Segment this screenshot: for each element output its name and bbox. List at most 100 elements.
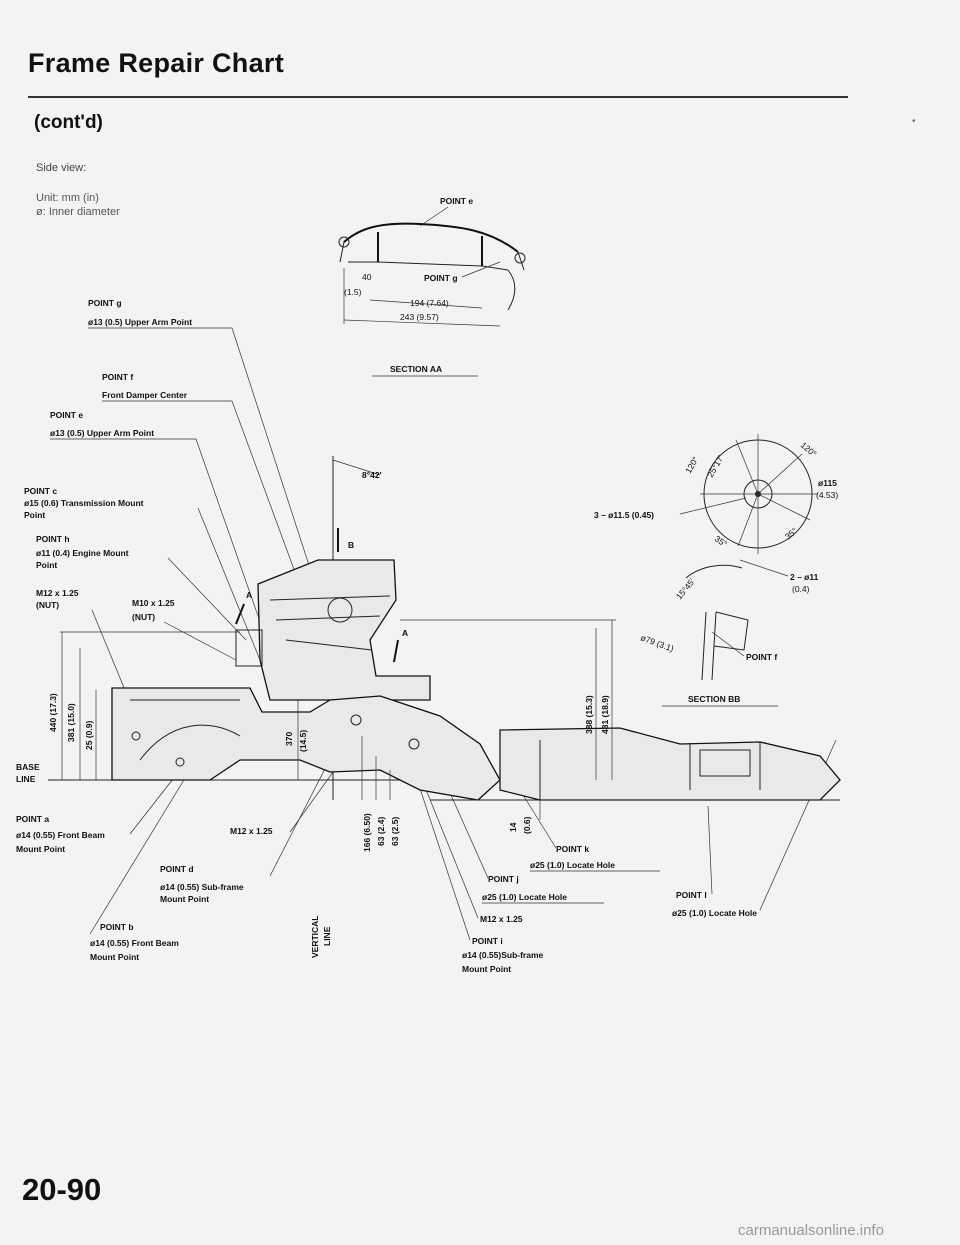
point-l-desc: ø25 (1.0) Locate Hole (672, 908, 757, 918)
point-f-title: POINT f (102, 372, 133, 382)
watermark: carmanualsonline.info (738, 1222, 884, 1239)
point-k-title: POINT k (556, 844, 589, 854)
bb-angle-25: 25°17' (705, 453, 726, 479)
bb-angle-15: 15°45' (674, 576, 697, 601)
bb-leader-holes-3 (679, 497, 747, 515)
aa-dim-line-243 (343, 319, 501, 327)
frame-hole-1 (131, 731, 141, 741)
front-side-frame (111, 687, 501, 801)
dim-388: 388 (15.3) (584, 695, 594, 734)
frame-hole-3 (350, 714, 362, 726)
point-f-desc: Front Damper Center (102, 390, 188, 400)
point-c-leader (197, 507, 261, 661)
units-note: Unit: mm (in) ø: Inner diameter (36, 191, 120, 219)
dim-63: 63 (2.4) (376, 817, 386, 846)
point-g-title: POINT g (88, 298, 122, 308)
bb-ray-3 (757, 493, 811, 521)
nut-2-size: M10 x 1.25 (132, 598, 175, 608)
frame-hole-2 (175, 757, 185, 767)
shock-tower (257, 559, 431, 701)
point-i-desc2: Mount Point (462, 964, 511, 974)
cut-a-line-1 (235, 603, 245, 625)
damper-mount (327, 597, 353, 623)
aa-point-g-label: POINT g (424, 273, 458, 283)
dim-440: 440 (17.3) (48, 693, 58, 732)
aa-dim-243: 243 (9.57) (400, 312, 439, 322)
cut-a-line-2 (393, 639, 399, 663)
point-h-title: POINT h (36, 534, 70, 544)
dim-63b: 63 (2.5) (390, 817, 400, 846)
bb-leader-holes-2 (739, 559, 789, 577)
point-h-leader (167, 557, 247, 641)
m12b-label: M12 x 1.25 (480, 914, 523, 924)
point-a-desc2: Mount Point (16, 844, 65, 854)
nut-1-size: M12 x 1.25 (36, 588, 79, 598)
nut-2-leader (163, 621, 237, 661)
dim-145: (14.5) (298, 730, 308, 752)
aa-leader-g (461, 261, 501, 278)
engine-mount-block (235, 629, 263, 667)
point-j-desc: ø25 (1.0) Locate Hole (482, 892, 567, 902)
main-frame: 8°42' B A A (48, 456, 841, 852)
frame-detail (130, 699, 241, 761)
cut-b-label: B (348, 540, 354, 550)
page-number: 20-90 (22, 1172, 102, 1207)
base-line-label-1: BASE (16, 762, 40, 772)
bb-ray-1 (735, 439, 759, 495)
cut-a-label-2: A (402, 628, 408, 638)
point-h-desc1: ø11 (0.4) Engine Mount (36, 548, 129, 558)
cut-a-label-1: A (246, 590, 252, 600)
bb-leader-f (711, 631, 745, 657)
aa-upper-arm (343, 222, 519, 253)
point-b-desc1: ø14 (0.55) Front Beam (90, 938, 179, 948)
point-d-title: POINT d (160, 864, 194, 874)
dim-06: (0.6) (522, 816, 532, 834)
aa-curve (507, 269, 516, 311)
angle-label: 8°42' (362, 470, 382, 480)
tower-ribs (269, 595, 391, 651)
page-title: Frame Repair Chart (28, 48, 284, 78)
point-b-desc2: Mount Point (90, 952, 139, 962)
aa-dim-line-194 (369, 299, 483, 309)
bb-arc (685, 564, 743, 579)
title-rule (28, 96, 848, 98)
bb-ray-2 (757, 453, 803, 495)
bb-holes-2-in: (0.4) (792, 584, 810, 594)
unit-text: Unit: mm (in) (36, 192, 99, 204)
m12-label: M12 x 1.25 (230, 826, 273, 836)
point-l-title: POINT l (676, 890, 707, 900)
aa-dim-40: 40 (362, 272, 372, 282)
nut-2-type: (NUT) (132, 612, 155, 622)
point-d-desc1: ø14 (0.55) Sub-frame (160, 882, 244, 892)
dim-381: 381 (15.0) (66, 703, 76, 742)
dim-25: 25 (0.9) (84, 721, 94, 750)
aa-dim-194: 194 (7.64) (410, 298, 449, 308)
dim-370: 370 (284, 732, 294, 746)
floor-bracket (699, 749, 751, 777)
vertical-line-label-1: VERTICAL (310, 916, 320, 959)
bb-dim-79: ø79 (3.1) (639, 632, 675, 653)
bb-holes-2: 2 – ø11 (790, 572, 819, 582)
point-d-desc2: Mount Point (160, 894, 209, 904)
point-c-title: POINT c (24, 486, 57, 496)
point-l-leader (707, 805, 713, 895)
dim-166: 166 (6.50) (362, 813, 372, 852)
point-b-title: POINT b (100, 922, 134, 932)
bb-strut-left (701, 611, 707, 681)
bb-bracket (713, 611, 749, 651)
left-callouts: POINT g ø13 (0.5) Upper Arm Point POINT … (16, 298, 357, 962)
margin-mark: • (912, 116, 916, 127)
aa-leader-e (419, 206, 449, 227)
view-label: Side view: (36, 162, 87, 174)
frame-hole-4 (408, 738, 420, 750)
point-a-leader (129, 769, 181, 835)
aa-base (348, 261, 509, 271)
bb-angle-120: 120° (683, 455, 700, 475)
point-k-desc: ø25 (1.0) Locate Hole (530, 860, 615, 870)
point-c-desc2: Point (24, 510, 45, 520)
dim-481: 481 (18.9) (600, 695, 610, 734)
bb-dim-115-in: (4.53) (816, 490, 838, 500)
aa-ends (339, 241, 525, 271)
diameter-note: ø: Inner diameter (36, 206, 120, 218)
